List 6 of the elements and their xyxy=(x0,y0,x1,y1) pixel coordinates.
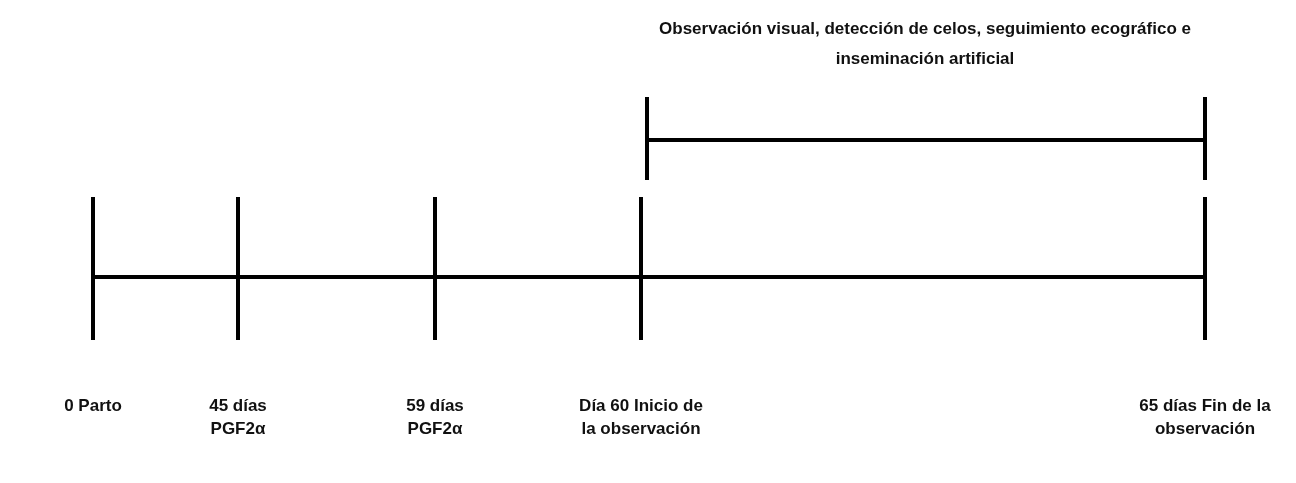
timeline-label: 45 días PGF2α xyxy=(208,395,268,440)
period-description: Observación visual, detección de celos, seguimiento ecográfico e inseminación artificial xyxy=(658,18,1192,70)
timeline-label: Día 60 Inicio de la observación xyxy=(578,395,704,440)
timeline-label: 59 días PGF2α xyxy=(405,395,465,440)
timeline-label: 0 Parto xyxy=(63,395,123,417)
timeline-label: 65 días Fin de la observación xyxy=(1138,395,1272,440)
